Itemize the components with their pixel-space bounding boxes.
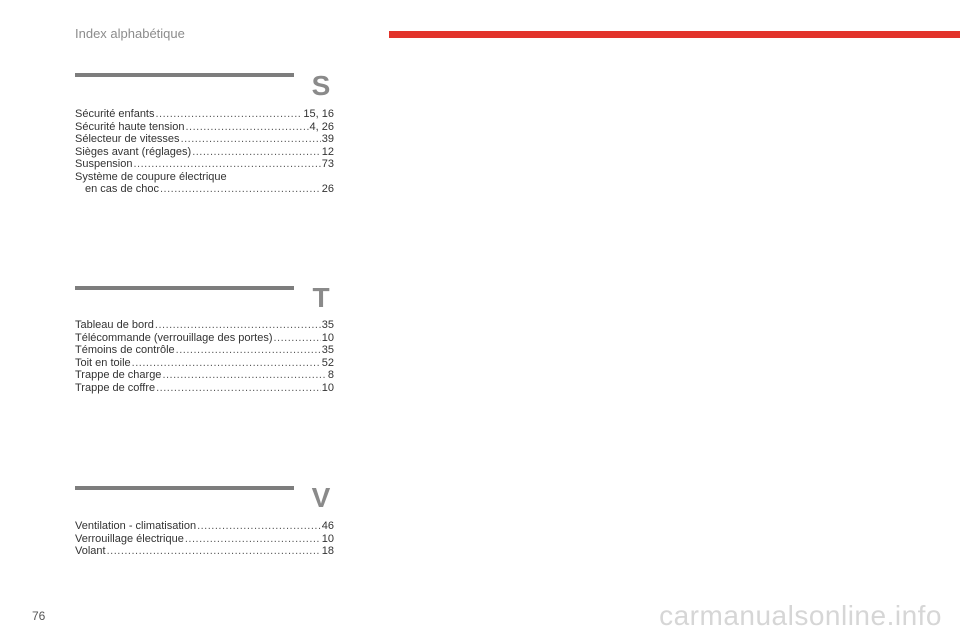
entry-label: Tableau de bord: [75, 319, 154, 331]
index-entry: Témoins de contrôle 35: [75, 344, 334, 357]
leader-dots: [273, 332, 320, 345]
section-t-rule: [75, 286, 294, 290]
entry-pages: 46: [321, 520, 334, 532]
entry-label: Sièges avant (réglages): [75, 145, 192, 158]
entry-pages: 39: [321, 133, 334, 145]
index-entry-heading: Système de coupure électrique: [75, 171, 334, 184]
entry-pages: 12: [321, 145, 334, 158]
entry-label: Ventilation - climatisation: [75, 520, 197, 532]
section-s-letter: S: [311, 70, 331, 101]
section-s-rule: [75, 73, 294, 77]
index-entry: Tableau de bord 35: [75, 319, 334, 332]
entry-label: Suspension: [75, 158, 133, 170]
leader-dots: [185, 533, 321, 546]
entry-pages: 15, 16: [303, 108, 334, 120]
entry-label: Télécommande (verrouillage des portes): [75, 331, 273, 344]
entry-pages: 26: [321, 183, 334, 195]
entry-pages: 4, 26: [309, 120, 334, 133]
index-entry: Sécurité enfants 15, 16: [75, 108, 334, 121]
entry-label: Témoins de contrôle: [75, 344, 175, 356]
leader-dots: [181, 133, 321, 146]
entry-pages: 18: [321, 545, 334, 557]
leader-dots: [176, 344, 321, 357]
leader-dots: [192, 146, 321, 159]
section-v-letter: V: [311, 482, 331, 513]
leader-dots: [132, 357, 321, 370]
index-entry: Télécommande (verrouillage des portes) 10: [75, 332, 334, 345]
entry-label: Sécurité haute tension: [75, 120, 185, 133]
entry-pages: 10: [321, 331, 334, 344]
entry-label: Sélecteur de vitesses: [75, 133, 180, 145]
entry-label: Sécurité enfants: [75, 108, 155, 120]
leader-dots: [156, 108, 303, 121]
leader-dots: [134, 158, 321, 171]
index-entry: Verrouillage électrique 10: [75, 533, 334, 546]
page-number: 76: [32, 609, 46, 623]
watermark: carmanualsonline.info: [659, 600, 942, 631]
entry-pages: 8: [327, 369, 334, 381]
entry-pages: 10: [321, 532, 334, 545]
index-entry: Toit en toile 52: [75, 357, 334, 370]
header-red-rule: [389, 31, 960, 38]
section-t-letter: T: [312, 282, 330, 313]
entry-label: Système de coupure électrique: [75, 170, 227, 183]
leader-dots: [156, 382, 321, 395]
section-s-entries: Sécurité enfants 15, 16 Sécurité haute te…: [75, 108, 334, 196]
index-entry: Sécurité haute tension 4, 26: [75, 121, 334, 134]
entry-label: Volant: [75, 545, 106, 557]
index-entry: Ventilation - climatisation 46: [75, 520, 334, 533]
leader-dots: [162, 369, 326, 382]
leader-dots: [107, 545, 321, 558]
index-entry: Suspension 73: [75, 158, 334, 171]
entry-pages: 10: [321, 381, 334, 394]
index-entry: Sélecteur de vitesses 39: [75, 133, 334, 146]
index-entry: Trappe de charge 8: [75, 369, 334, 382]
index-entry: Trappe de coffre 10: [75, 382, 334, 395]
entry-label: en cas de choc: [85, 183, 159, 195]
section-t-entries: Tableau de bord 35 Télécommande (verrouil…: [75, 319, 334, 394]
entry-label: Trappe de coffre: [75, 381, 156, 394]
entry-pages: 35: [321, 344, 334, 356]
entry-pages: 35: [321, 319, 334, 331]
index-entry: Volant 18: [75, 545, 334, 558]
entry-label: Toit en toile: [75, 356, 131, 369]
entry-label: Verrouillage électrique: [75, 532, 184, 545]
page-header-title: Index alphabétique: [75, 26, 185, 41]
entry-pages: 52: [321, 356, 334, 369]
index-subentry: en cas de choc 26: [75, 183, 334, 196]
leader-dots: [185, 121, 308, 134]
leader-dots: [160, 183, 321, 196]
index-entry: Sièges avant (réglages) 12: [75, 146, 334, 159]
leader-dots: [155, 319, 321, 332]
section-v-entries: Ventilation - climatisation 46 Verrouilla…: [75, 520, 334, 558]
leader-dots: [197, 520, 321, 533]
entry-pages: 73: [321, 158, 334, 170]
section-v-rule: [75, 486, 294, 490]
entry-label: Trappe de charge: [75, 369, 162, 381]
